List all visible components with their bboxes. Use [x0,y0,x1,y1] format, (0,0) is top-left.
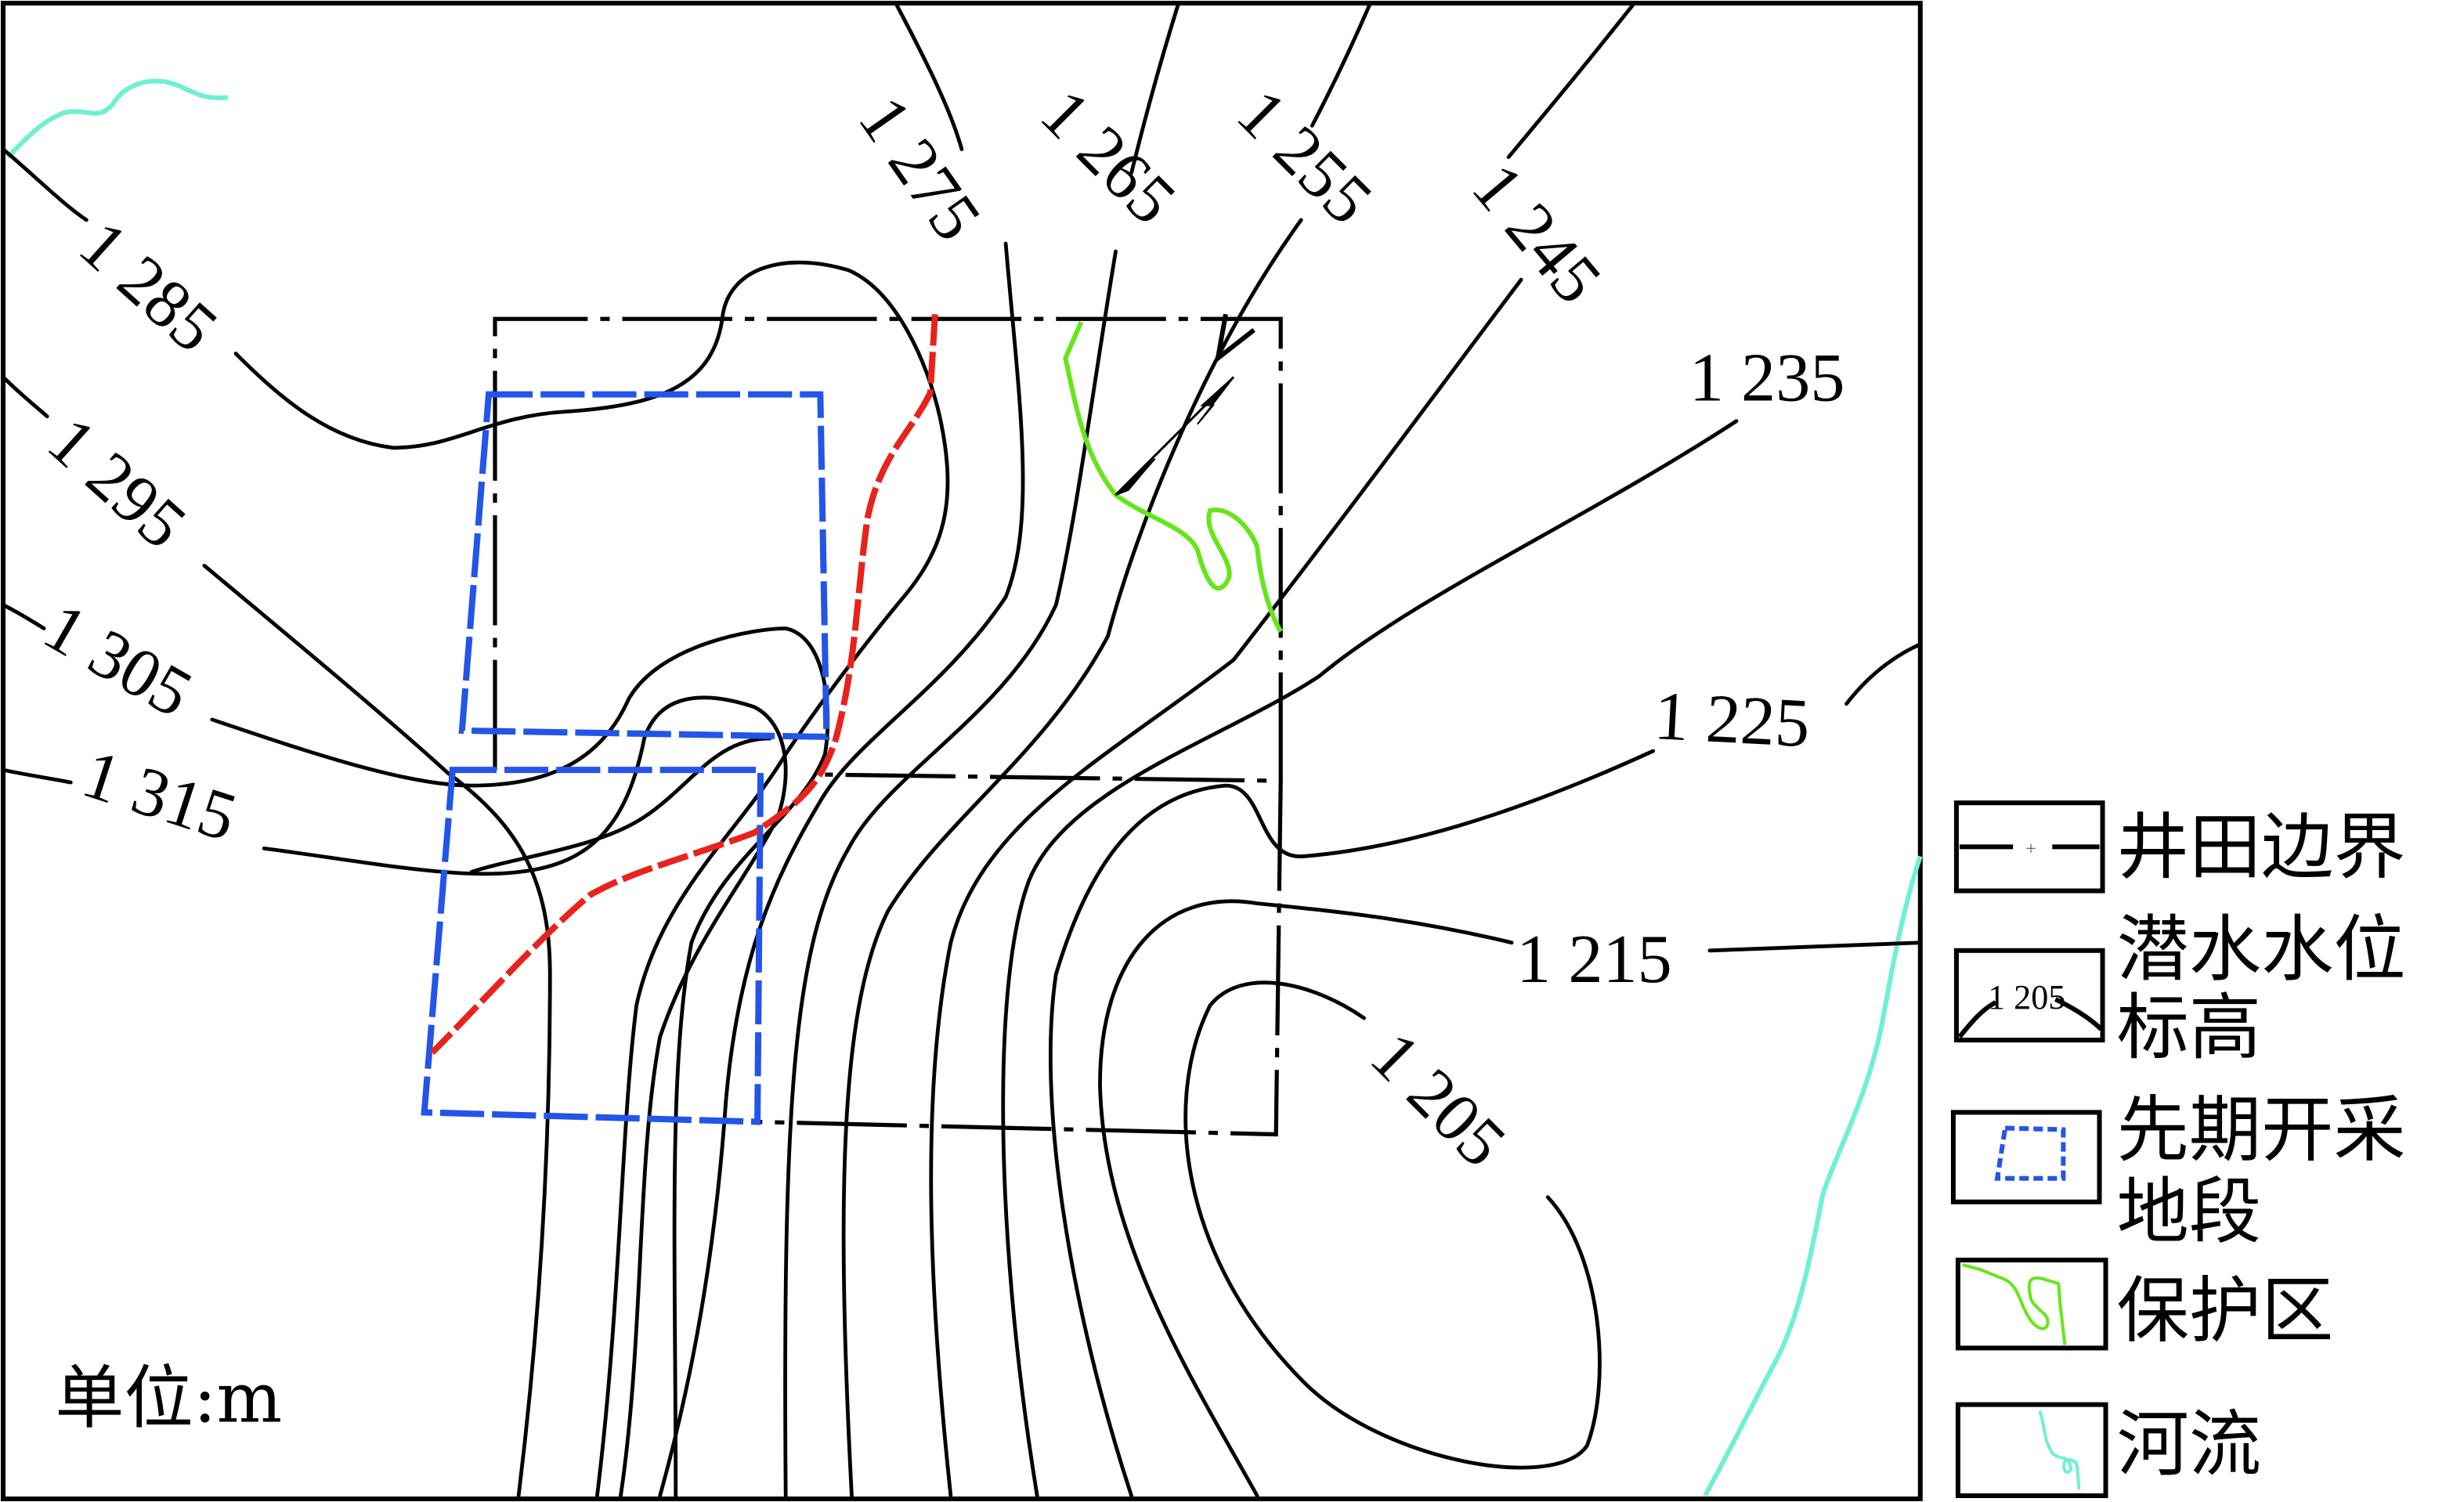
legend-label-line2: 标高 [2117,985,2262,1070]
legend-item-early-mining: 先期开采 地段 [1950,1088,2406,1254]
legend-label: 保护区 [2117,1268,2334,1352]
legend-item-protected-area: 保护区 [1955,1258,2334,1352]
contour-1215 [1098,899,1923,1498]
contour-label-1235: 1 235 [1689,340,1845,417]
legend-label: 河流 [2117,1402,2262,1486]
legend-item-mine-boundary: + 井田边界 [1953,800,2406,894]
legend: + 井田边界 1 205 潜水水位 标高 先期开采 地段 保护区 [1950,800,2406,1498]
contour-1245 [929,1,1637,1498]
legend-item-river: 河流 [1955,1402,2262,1498]
contour-label-1255: 1 255 [1223,74,1387,239]
unit-label: 单位:m [55,1358,282,1439]
contour-1315 [1,695,788,1498]
contour-inner [469,736,772,874]
contour-label-1315: 1 315 [74,735,245,857]
fault-line [429,314,938,1056]
north-arrow-icon [1115,313,1255,496]
legend-label-line2: 地段 [2117,1169,2262,1254]
contour-1235 [1001,419,1739,1498]
contour-1255 [841,1,1372,1498]
mine-boundary [493,316,1283,1137]
protected-area [1063,321,1283,634]
legend-item-water-level: 1 205 潜水水位 标高 [1953,907,2406,1070]
protected-area-icon [1962,1263,2067,1345]
contour-label-1305: 1 305 [31,588,204,732]
contour-1305 [1,603,830,1498]
river-northwest [5,78,229,159]
legend-label: 先期开采 [2117,1088,2406,1172]
mine-boundary-icon: + [1959,839,2100,859]
contour-1265 [783,1,1181,1498]
contour-1295 [1,375,552,1498]
contour-1205 [1183,980,1602,1470]
early-mining-area-south [421,767,764,1125]
contour-label-1295: 1 295 [34,403,201,564]
svg-text:+: + [2025,839,2036,859]
legend-label: 潜水水位 [2117,907,2406,991]
contour-1275 [658,1,1025,1498]
contour-label-1215: 1 215 [1516,921,1672,998]
water-level-contour-icon: 1 205 [1957,978,2103,1039]
contour-label-1205: 1 205 [1356,1017,1520,1182]
svg-text:1 205: 1 205 [1988,978,2065,1016]
early-mining-area-north [458,391,830,741]
contour-label-1285: 1 285 [65,206,232,367]
early-mining-area [421,391,830,1125]
contour-label-1265: 1 265 [1026,74,1190,239]
contour-label-1275: 1 275 [844,83,995,255]
contour-label-1225: 1 225 [1653,677,1812,762]
contour-label-1245: 1 245 [1458,150,1617,318]
early-mining-area-icon [1994,1125,2066,1181]
map-frame [1,1,1923,1501]
river-east [1703,855,1923,1497]
river-icon [2038,1410,2081,1490]
legend-label: 井田边界 [2117,804,2406,889]
contour-lines [1,1,1923,1498]
contour-1225 [1048,642,1923,1498]
